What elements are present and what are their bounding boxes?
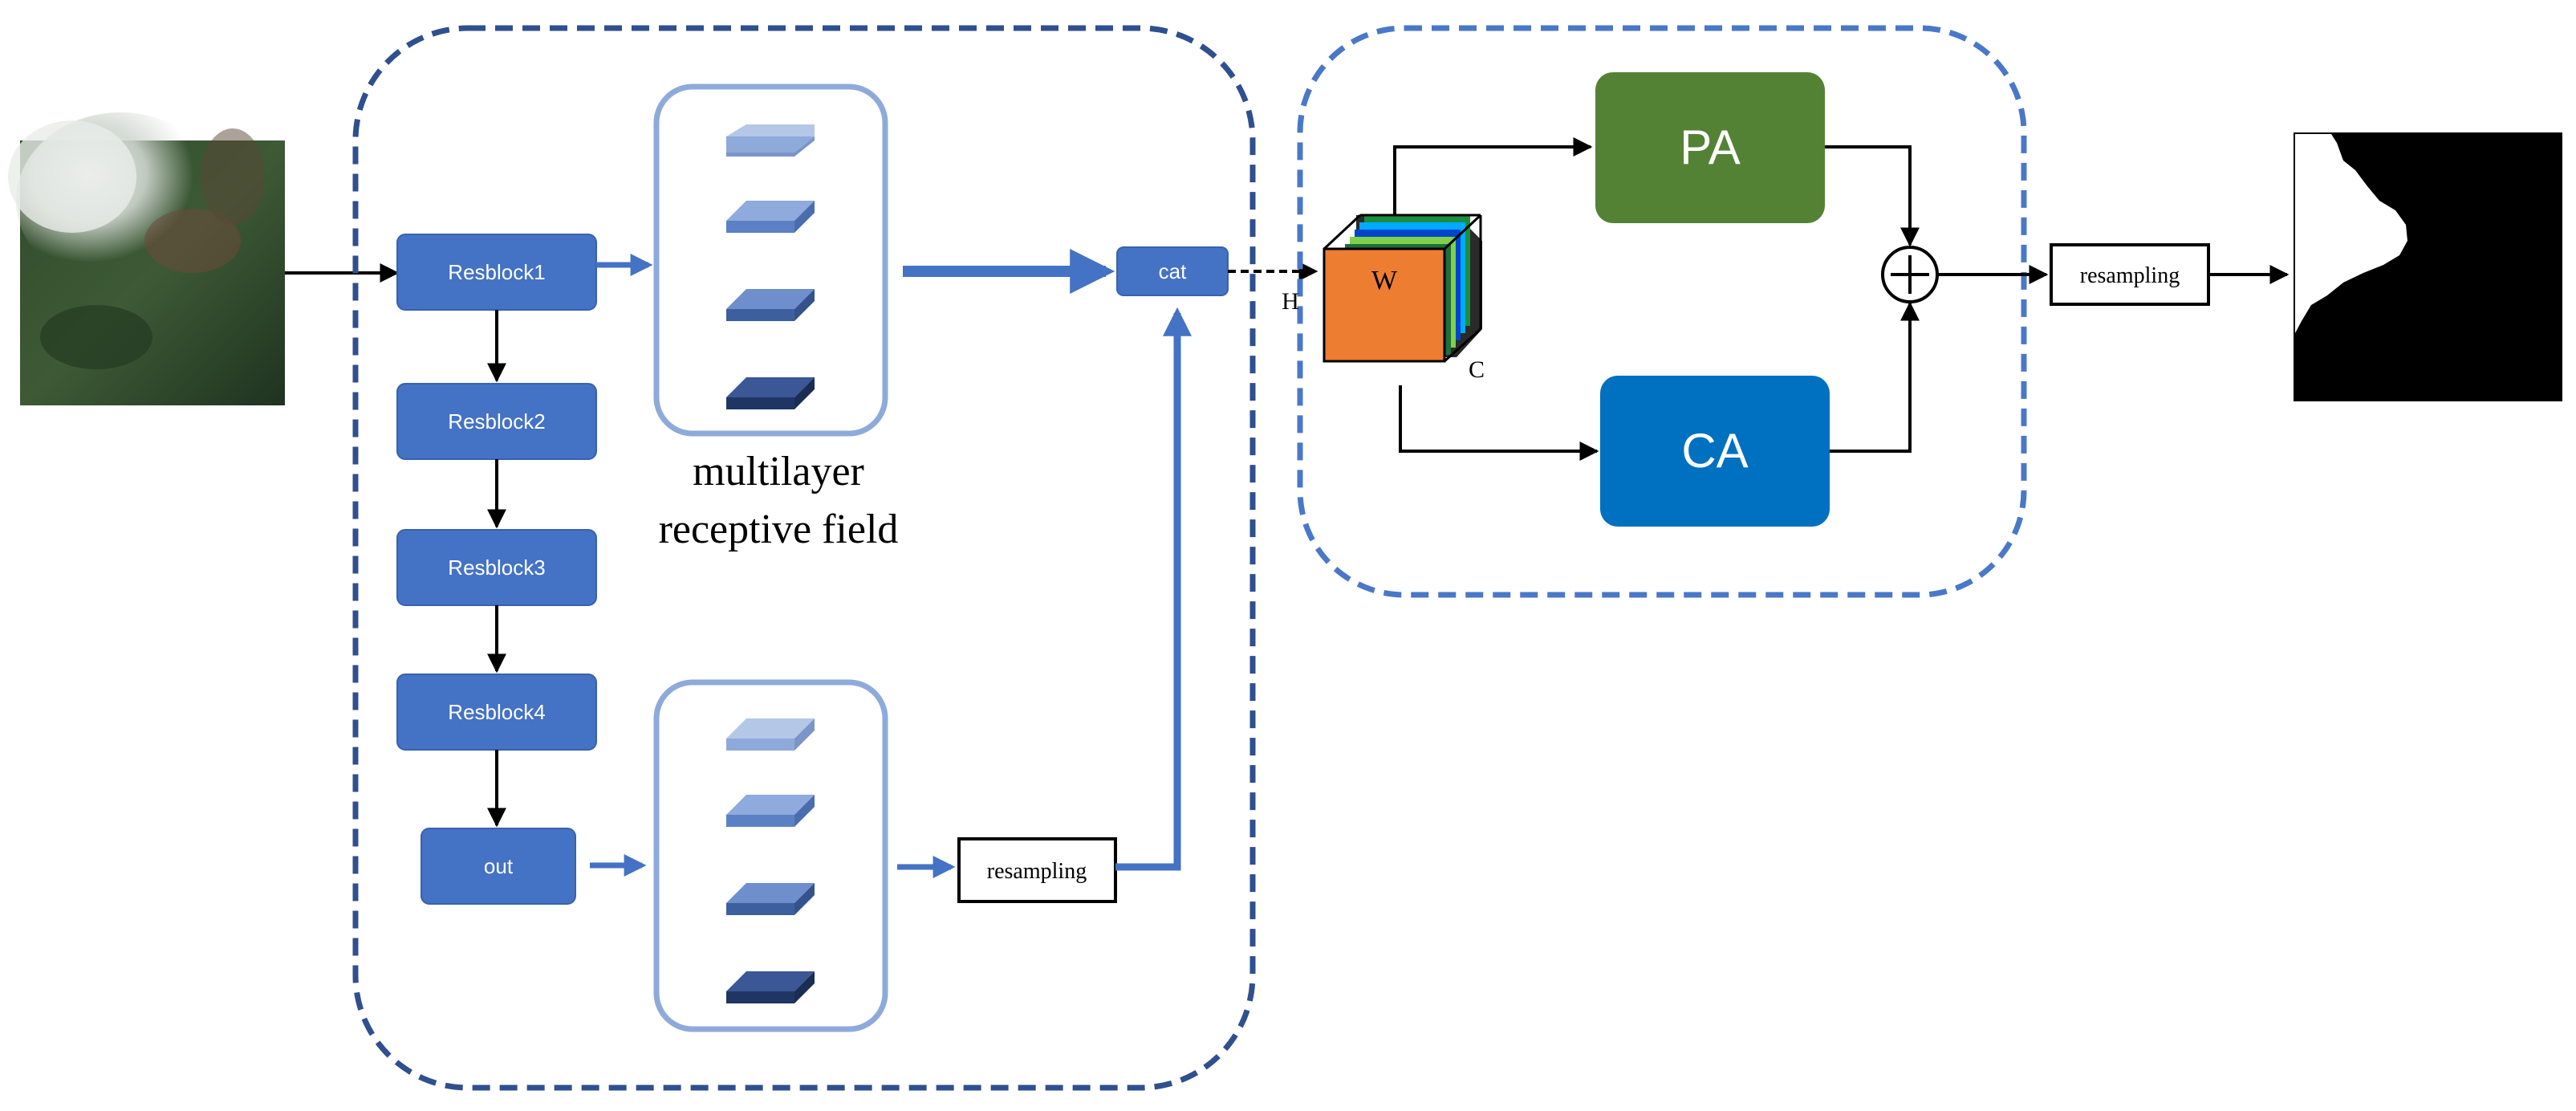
arrow-ca-sum xyxy=(1830,301,1920,453)
feature-cube: W H C xyxy=(1282,214,1485,383)
feature-layer-7 xyxy=(726,883,815,915)
resampling-outer-label: resampling xyxy=(2080,263,2180,288)
lower-feature-panel xyxy=(653,679,888,1032)
resblock2-label: Resblock2 xyxy=(448,409,545,433)
arrow-pa-sum xyxy=(1825,145,1920,247)
cube-c-label: C xyxy=(1469,356,1485,383)
cat-label: cat xyxy=(1159,259,1187,283)
resblock3-node: Resblock3 xyxy=(396,529,597,606)
arrow-resampling-cat xyxy=(1115,307,1192,871)
out-label: out xyxy=(484,854,514,878)
arrow-cube-pa xyxy=(1393,137,1593,215)
feature-layer-5 xyxy=(726,718,815,751)
ca-label: CA xyxy=(1681,424,1748,478)
attention-dashed-region xyxy=(1297,25,2027,598)
output-mask-image xyxy=(2294,132,2562,401)
resblock3-label: Resblock3 xyxy=(448,556,545,580)
resblock2-node: Resblock2 xyxy=(396,383,597,460)
pa-label: PA xyxy=(1680,120,1741,174)
caption-line2: receptive field xyxy=(659,507,899,552)
resblock4-node: Resblock4 xyxy=(396,674,597,751)
feature-layer-4 xyxy=(726,377,815,409)
feature-layer-3 xyxy=(726,289,815,321)
feature-layer-1 xyxy=(726,124,815,157)
resampling-outer-node: resampling xyxy=(2050,243,2210,306)
feature-layer-8 xyxy=(726,971,815,1003)
elementwise-sum-node xyxy=(1881,246,1939,303)
pa-node: PA xyxy=(1595,72,1825,223)
input-satellite-image xyxy=(8,112,285,405)
cube-w-label: W xyxy=(1371,266,1398,295)
cat-node: cat xyxy=(1116,246,1229,296)
cube-h-label: H xyxy=(1282,288,1299,315)
arrow-cube-ca xyxy=(1399,385,1599,461)
resblock1-node: Resblock1 xyxy=(396,234,597,311)
resampling-inner-node: resampling xyxy=(957,837,1117,903)
out-node: out xyxy=(421,828,576,905)
encoder-dashed-region xyxy=(352,25,1256,1091)
resblock1-label: Resblock1 xyxy=(448,260,545,284)
feature-layer-2 xyxy=(726,201,815,233)
feature-layer-6 xyxy=(726,795,815,827)
upper-feature-panel xyxy=(653,83,888,437)
resampling-inner-label: resampling xyxy=(987,859,1087,884)
resblock4-label: Resblock4 xyxy=(448,700,545,724)
ca-node: CA xyxy=(1600,376,1830,527)
caption-line1: multilayer xyxy=(693,449,864,494)
